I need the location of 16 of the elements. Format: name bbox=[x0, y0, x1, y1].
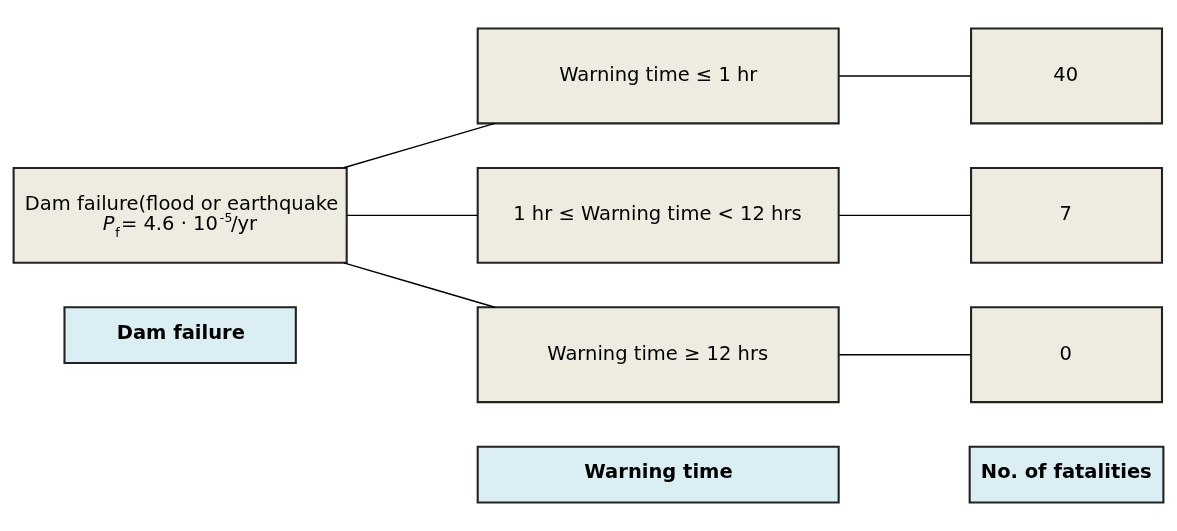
connector bbox=[343, 262, 496, 308]
connector bbox=[838, 354, 972, 356]
node-box: No. of fatalities bbox=[968, 445, 1165, 504]
node-box: 7 bbox=[970, 166, 1164, 264]
node-box: Warning time ≤ 1 hr bbox=[476, 27, 840, 125]
node-box: Warning time ≥ 12 hrs bbox=[476, 306, 840, 404]
connector bbox=[838, 75, 972, 77]
connector bbox=[343, 122, 496, 169]
node-box: Dam failure(flood or earthquake P$_{f}$= 4.6 · 10$^{-5}$/yr bbox=[12, 166, 348, 264]
connector bbox=[838, 214, 972, 217]
node-box: 40 bbox=[970, 27, 1164, 125]
node-box: Warning time bbox=[476, 445, 840, 504]
node-box: 1 hr ≤ Warning time < 12 hrs bbox=[476, 166, 840, 264]
node-box: Dam failure bbox=[63, 306, 297, 365]
connector bbox=[346, 214, 479, 217]
node-box: 0 bbox=[970, 306, 1164, 404]
